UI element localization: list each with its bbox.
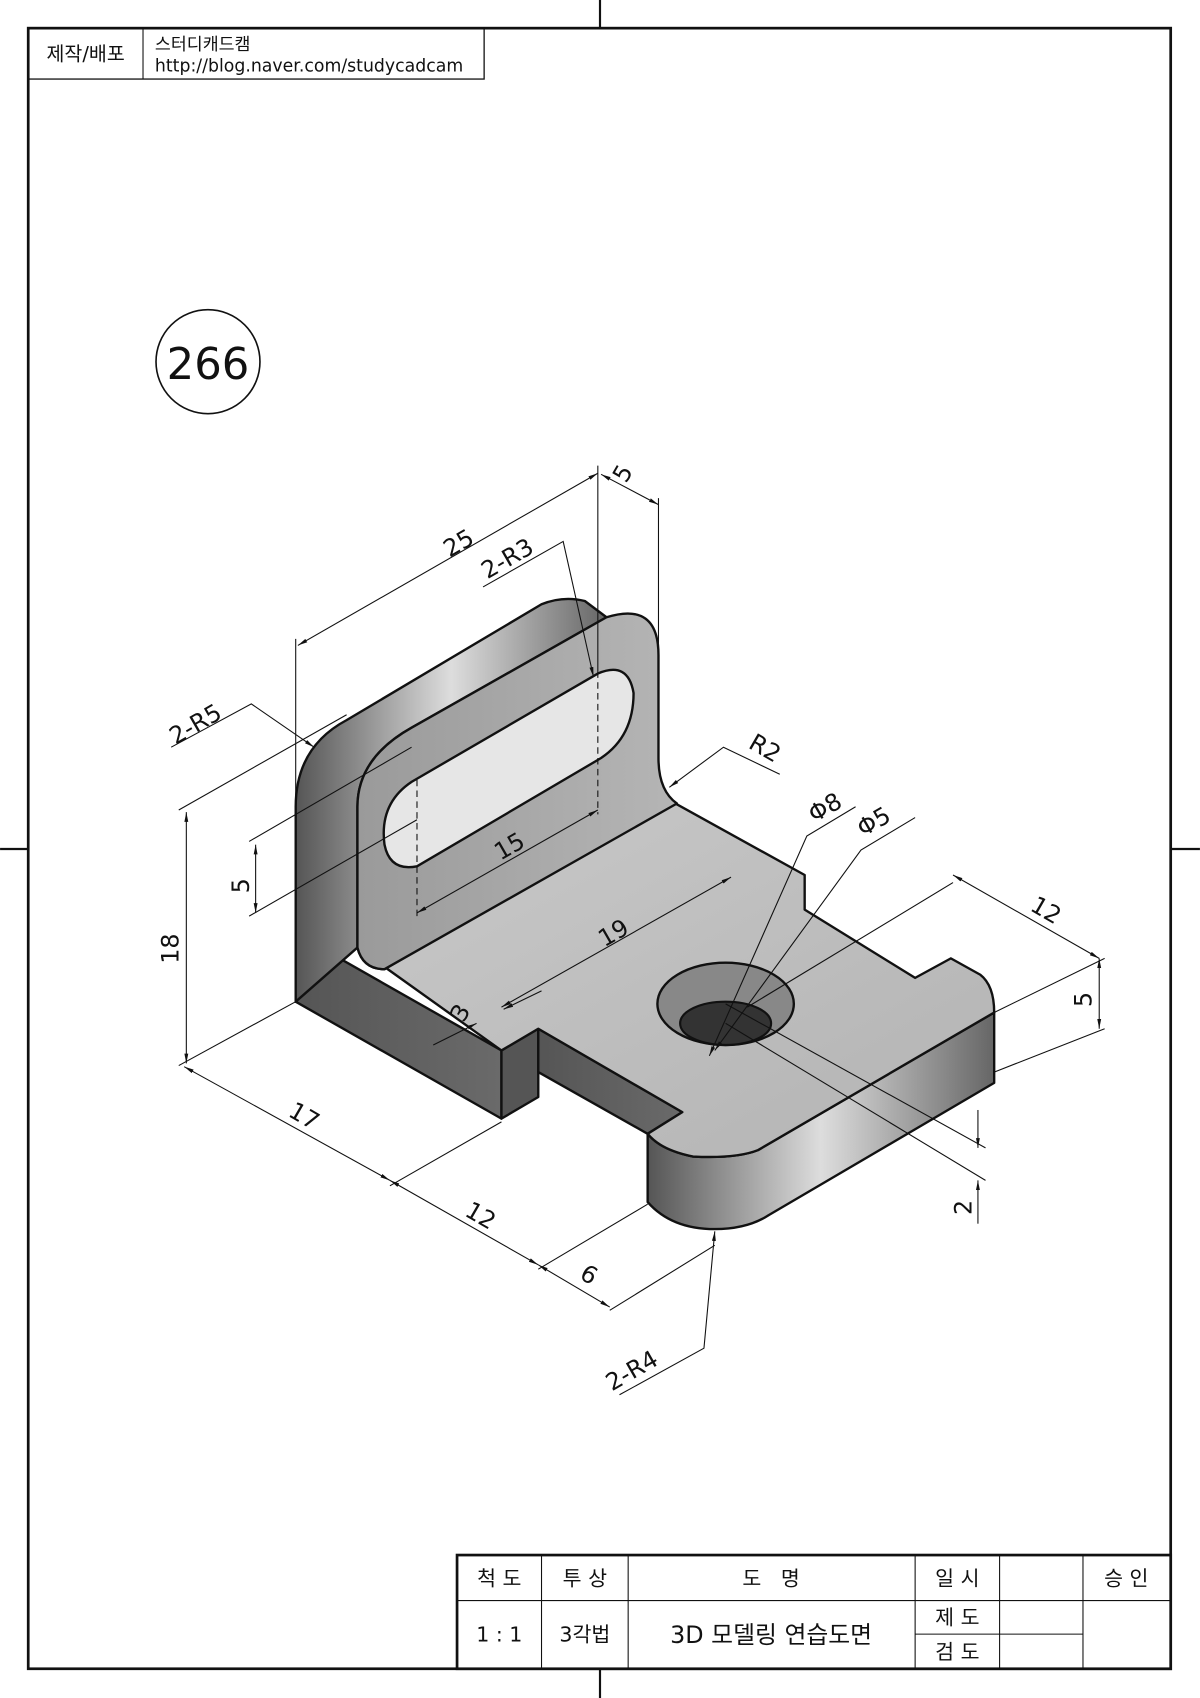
dim-2-r3: 2-R3 bbox=[476, 533, 538, 585]
checked-label: 검 도 bbox=[935, 1640, 979, 1664]
scale-value: 1 : 1 bbox=[476, 1623, 522, 1647]
header-label: 제작/배포 bbox=[46, 43, 124, 66]
dim-18: 18 bbox=[157, 933, 185, 963]
dim-5-right: 5 bbox=[1070, 992, 1098, 1007]
dim-5-top: 5 bbox=[607, 460, 639, 487]
dim-5-slot: 5 bbox=[227, 878, 255, 893]
scale-label: 척 도 bbox=[477, 1566, 521, 1590]
dim-25: 25 bbox=[438, 523, 478, 562]
date-label: 일 시 bbox=[935, 1566, 979, 1590]
dim-17: 17 bbox=[284, 1096, 324, 1135]
drawing-number-badge: 266 bbox=[155, 308, 261, 415]
isometric-part bbox=[294, 597, 996, 1231]
dim-phi5: Φ5 bbox=[852, 801, 895, 842]
header-url[interactable]: http://blog.naver.com/studycadcam bbox=[155, 56, 463, 76]
dim-2-r5: 2-R5 bbox=[165, 698, 227, 750]
drawing-number: 266 bbox=[167, 340, 250, 390]
title-block: 척 도 투 상 도 명 일 시 승 인 1 : 1 3각법 3D 모델링 연습도… bbox=[455, 1553, 1173, 1671]
drawing-name: 3D 모델링 연습도면 bbox=[670, 1621, 872, 1649]
header-block: 제작/배포 스터디캐드캠 http://blog.naver.com/study… bbox=[27, 27, 485, 80]
dimension-lines bbox=[170, 465, 1105, 1396]
projection-label: 투 상 bbox=[563, 1566, 607, 1590]
dim-12-right: 12 bbox=[1026, 891, 1066, 930]
through-hole bbox=[679, 1000, 773, 1047]
dim-12-front: 12 bbox=[461, 1196, 501, 1235]
projection-value: 3각법 bbox=[559, 1623, 610, 1647]
header-author: 스터디캐드캠 bbox=[155, 35, 251, 55]
name-label: 도 명 bbox=[742, 1566, 799, 1590]
approve-label: 승 인 bbox=[1104, 1566, 1148, 1590]
dim-2-r4: 2-R4 bbox=[601, 1345, 663, 1397]
dim-6: 6 bbox=[575, 1259, 602, 1291]
drawn-label: 제 도 bbox=[935, 1605, 979, 1629]
dim-2: 2 bbox=[949, 1200, 977, 1215]
dim-phi8: Φ8 bbox=[803, 787, 846, 828]
dim-r2: R2 bbox=[744, 728, 785, 768]
